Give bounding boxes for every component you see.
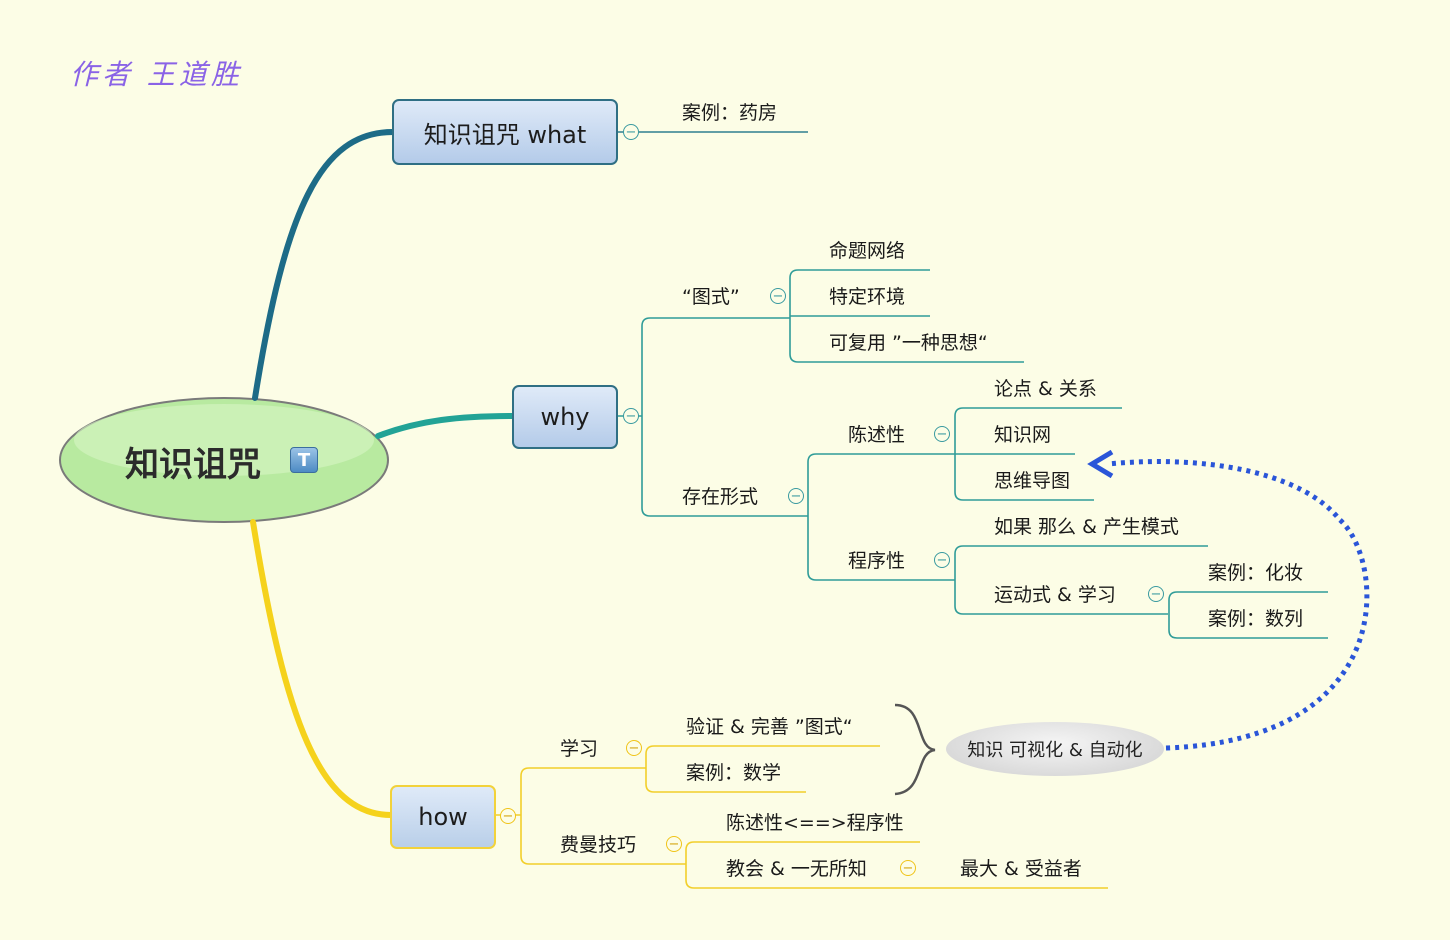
curly-brace (894, 703, 936, 796)
collapse-toggle-procedural[interactable]: − (934, 552, 950, 568)
schema-child[interactable]: 命题网络 (829, 240, 906, 262)
summary-callout-label: 知识 可视化 & 自动化 (967, 740, 1143, 761)
feynman-child[interactable]: 陈述性<==>程序性 (726, 812, 904, 834)
forms-procedural[interactable]: 程序性 (848, 550, 906, 572)
how-learn[interactable]: 学习 (560, 738, 599, 760)
topic-why-label: why (540, 403, 590, 431)
why-forms[interactable]: 存在形式 (682, 486, 759, 508)
collapse-toggle-motor[interactable]: − (1148, 586, 1164, 602)
topic-type-badge-icon[interactable]: T (290, 447, 318, 473)
why-schema[interactable]: “图式” (682, 286, 740, 308)
schema-child[interactable]: 可复用 ”一种思想“ (829, 332, 988, 354)
collapse-toggle-what[interactable]: − (623, 124, 639, 140)
topic-why[interactable]: why (512, 385, 618, 449)
author-signature: 作者 王道胜 (70, 58, 243, 91)
summary-callout[interactable]: 知识 可视化 & 自动化 (946, 722, 1164, 776)
forms-declarative[interactable]: 陈述性 (848, 424, 906, 446)
root-label[interactable]: 知识诅咒 (125, 445, 261, 485)
arrow-head (1087, 449, 1114, 479)
topic-what[interactable]: 知识诅咒 what (392, 99, 618, 165)
feynman-beneficiary[interactable]: 最大 & 受益者 (960, 858, 1082, 880)
declarative-child[interactable]: 思维导图 (994, 470, 1071, 492)
how-feynman[interactable]: 费曼技巧 (560, 834, 637, 856)
collapse-toggle-forms[interactable]: − (788, 488, 804, 504)
collapse-toggle-why[interactable]: − (623, 408, 639, 424)
what-case[interactable]: 案例：药房 (682, 102, 778, 124)
learn-child[interactable]: 验证 & 完善 ”图式“ (686, 716, 853, 738)
topic-how[interactable]: how (390, 785, 496, 849)
collapse-toggle-declarative[interactable]: − (934, 426, 950, 442)
collapse-toggle-learn[interactable]: − (626, 740, 642, 756)
feynman-child[interactable]: 教会 & 一无所知 (726, 858, 867, 880)
learn-child[interactable]: 案例：数学 (686, 762, 782, 784)
collapse-toggle-how[interactable]: − (500, 808, 516, 824)
topic-what-label: 知识诅咒 what (423, 120, 587, 149)
schema-child[interactable]: 特定环境 (829, 286, 906, 308)
relationship-arrow[interactable] (1107, 459, 1370, 751)
declarative-child[interactable]: 论点 & 关系 (994, 378, 1097, 400)
collapse-toggle-feynman[interactable]: − (666, 836, 682, 852)
branch-what (252, 129, 396, 401)
motor-child[interactable]: 案例：化妆 (1208, 562, 1304, 584)
declarative-child[interactable]: 知识网 (994, 424, 1052, 446)
branch-why (375, 413, 516, 439)
procedural-motor[interactable]: 运动式 & 学习 (994, 584, 1116, 606)
branch-how (250, 519, 394, 818)
collapse-toggle-teach[interactable]: − (900, 860, 916, 876)
procedural-rule[interactable]: 如果 那么 & 产生模式 (994, 516, 1179, 538)
motor-child[interactable]: 案例：数列 (1208, 608, 1304, 630)
topic-how-label: how (418, 803, 468, 831)
collapse-toggle-schema[interactable]: − (770, 288, 786, 304)
